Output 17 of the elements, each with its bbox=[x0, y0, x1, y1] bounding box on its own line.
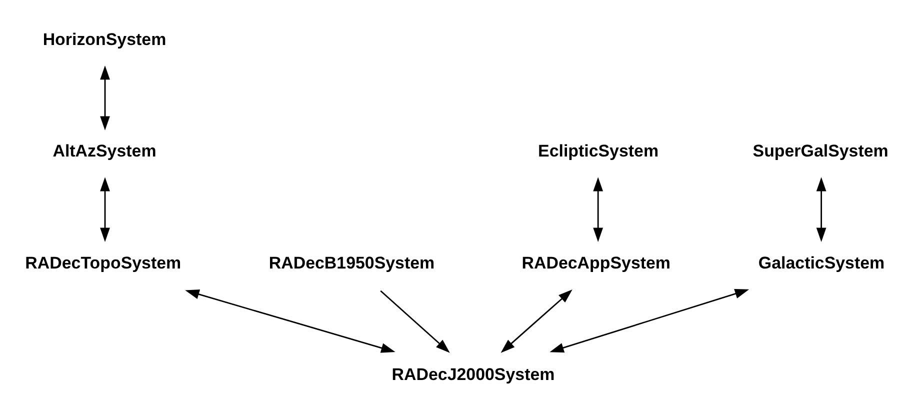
arrow bbox=[500, 288, 572, 352]
arrow bbox=[380, 290, 450, 352]
arrow bbox=[185, 289, 396, 352]
arrow bbox=[100, 176, 110, 242]
node-text: EclipticSystem bbox=[538, 141, 659, 160]
node-text: RADecB1950System bbox=[268, 252, 435, 272]
arrow bbox=[550, 288, 750, 352]
node-text: RADecTopoSystem bbox=[25, 252, 182, 272]
node-text: HorizonSystem bbox=[42, 30, 166, 49]
arrow bbox=[593, 176, 604, 242]
arrow bbox=[100, 65, 110, 130]
node-text: RADecAppSystem bbox=[522, 252, 670, 272]
arrow bbox=[816, 176, 826, 242]
node-text: GalacticSystem bbox=[758, 252, 885, 272]
node-text: SuperGalSystem bbox=[752, 141, 888, 160]
node-text: AltAzSystem bbox=[52, 141, 156, 160]
node-text: RADecJ2000System bbox=[392, 364, 555, 384]
